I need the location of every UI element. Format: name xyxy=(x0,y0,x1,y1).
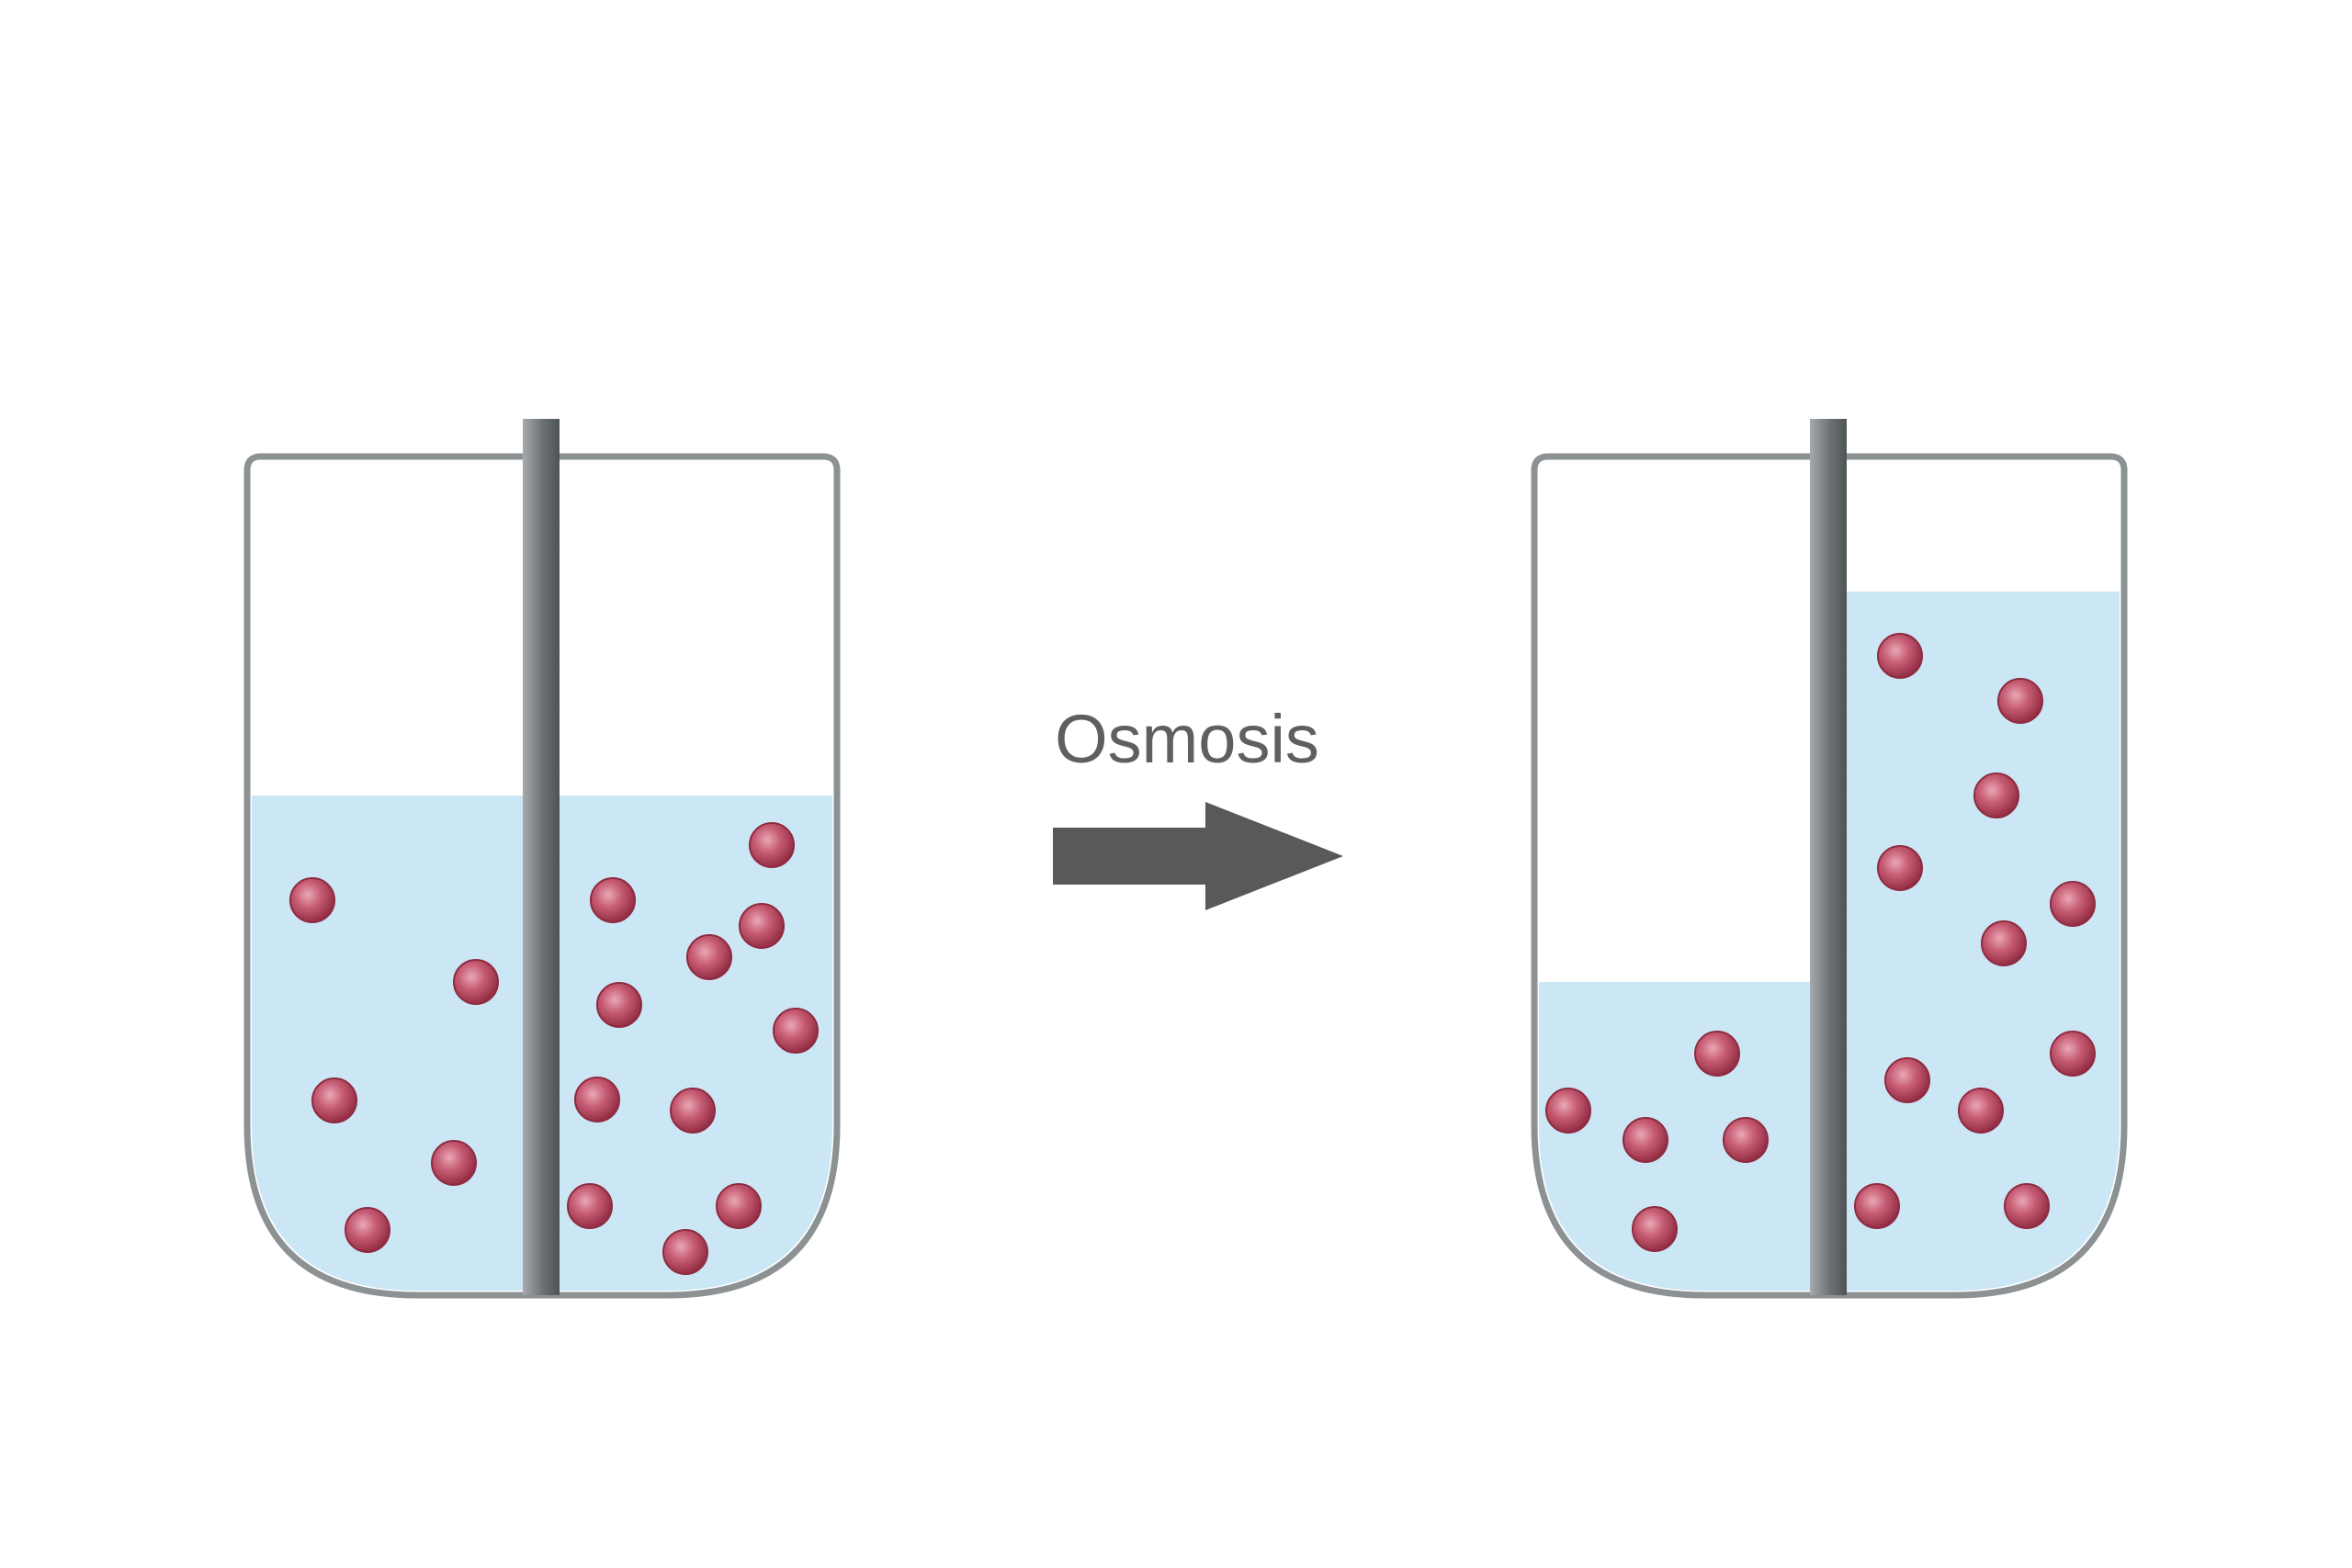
solute-particle-icon xyxy=(311,1077,357,1123)
solute-particle-icon xyxy=(289,877,335,923)
solute-particle-icon xyxy=(2050,1031,2096,1077)
particles-after xyxy=(1545,633,2096,1252)
solute-particle-icon xyxy=(1877,633,1923,679)
solute-particle-icon xyxy=(567,1183,613,1229)
process-label: Osmosis xyxy=(1055,701,1319,777)
solute-particle-icon xyxy=(1854,1183,1900,1229)
solute-particle-icon xyxy=(1981,920,2027,966)
solute-particle-icon xyxy=(739,903,785,949)
solution-after-right xyxy=(1828,592,2120,1291)
solute-particle-icon xyxy=(1545,1088,1591,1134)
beaker-before xyxy=(243,419,841,1299)
solute-particle-icon xyxy=(716,1183,762,1229)
solute-particle-icon xyxy=(662,1229,708,1275)
solute-particle-icon xyxy=(1958,1088,2004,1134)
semipermeable-membrane-icon xyxy=(1810,419,1847,1295)
solute-particle-icon xyxy=(1884,1057,1930,1103)
solute-particle-icon xyxy=(1723,1117,1769,1163)
solution-after-left xyxy=(1539,982,1832,1291)
solute-particle-icon xyxy=(773,1008,819,1054)
solute-particle-icon xyxy=(590,877,636,923)
particles-before xyxy=(289,822,819,1275)
solute-particle-icon xyxy=(345,1207,390,1253)
solute-particle-icon xyxy=(686,934,732,980)
solute-particle-icon xyxy=(431,1140,477,1186)
semipermeable-membrane-icon xyxy=(523,419,560,1295)
solute-particle-icon xyxy=(749,822,795,868)
solute-particle-icon xyxy=(1877,845,1923,891)
solute-particle-icon xyxy=(1694,1031,1740,1077)
beaker-after xyxy=(1531,419,2128,1299)
beaker-after-outline xyxy=(1531,453,2128,1299)
solute-particle-icon xyxy=(2004,1183,2050,1229)
solute-particle-icon xyxy=(596,982,642,1028)
process-arrow-group: Osmosis xyxy=(1053,701,1343,910)
solute-particle-icon xyxy=(574,1077,620,1122)
solute-particle-icon xyxy=(1623,1117,1668,1163)
solute-particle-icon xyxy=(670,1088,716,1134)
beaker-before-outline xyxy=(243,453,841,1299)
solute-particle-icon xyxy=(2050,881,2096,927)
solution-before-left xyxy=(252,795,547,1291)
solute-particle-icon xyxy=(453,959,499,1005)
solute-particle-icon xyxy=(1997,678,2043,724)
solute-particle-icon xyxy=(1632,1206,1678,1252)
right-arrow-icon xyxy=(1053,802,1343,910)
solute-particle-icon xyxy=(1973,773,2019,818)
